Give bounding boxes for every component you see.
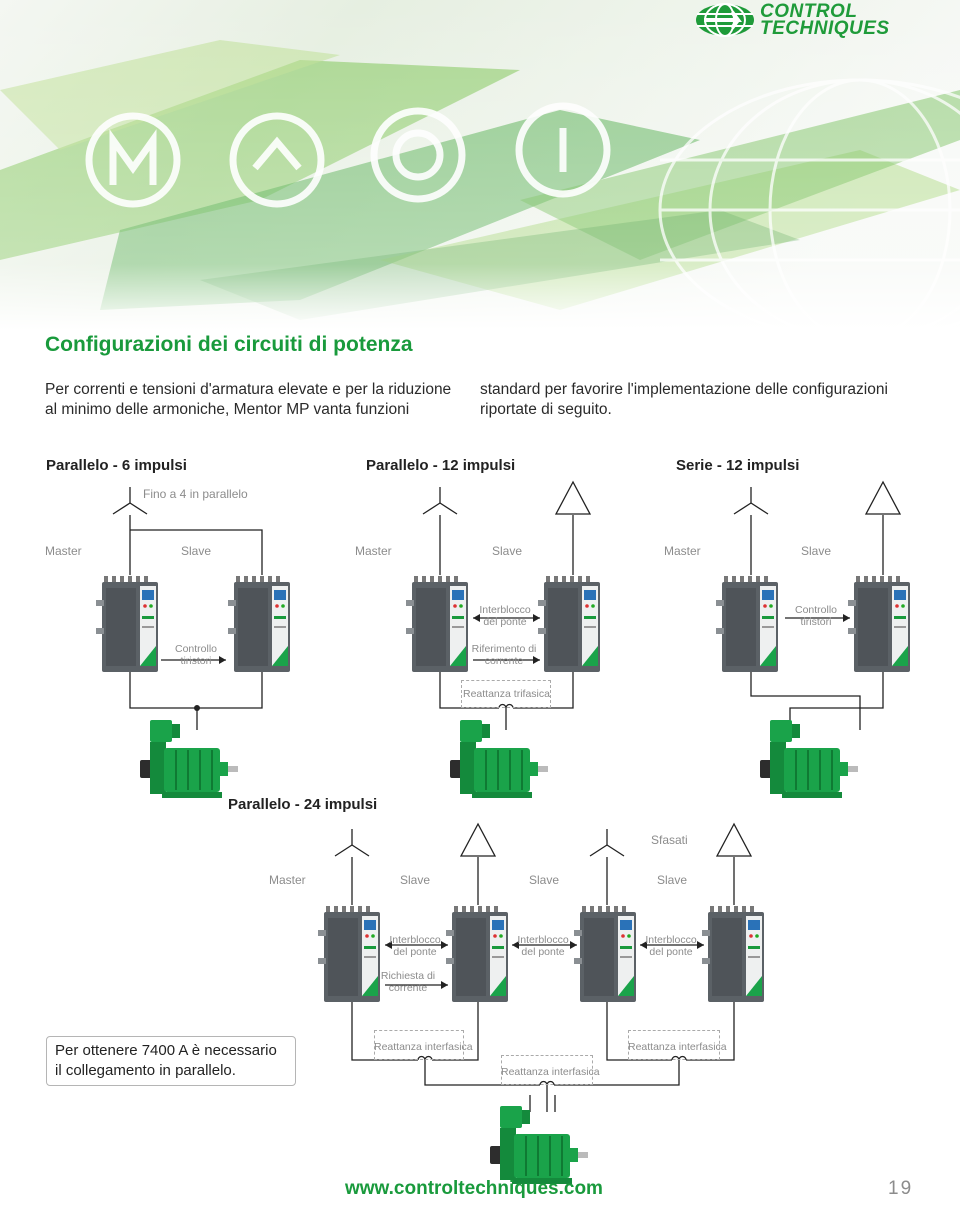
bridge-interlock-caption: Interblocco del ponte [645, 934, 697, 958]
wye-symbol-icon [422, 487, 458, 515]
globe-logo-icon [696, 3, 754, 37]
section-title-p24: Parallelo - 24 impulsi [228, 796, 378, 813]
drive-unit-icon [406, 576, 474, 672]
master-label: Master [355, 544, 392, 558]
bridge-interlock-caption: Interblocco del ponte [389, 934, 441, 958]
reactor-box [628, 1030, 720, 1060]
wye-symbol-icon [112, 487, 148, 515]
current-reference-caption: Riferimento di corrente [471, 643, 537, 667]
drive-unit-icon [318, 906, 386, 1002]
dc-motor-icon [486, 1104, 590, 1186]
master-label: Master [45, 544, 82, 558]
drive-unit-icon [96, 576, 164, 672]
reactor-box [374, 1030, 464, 1060]
thyristor-control-caption: Controllo tiristori [174, 643, 218, 667]
section-title-s12: Serie - 12 impulsi [676, 457, 800, 474]
note-line1: Per ottenere 7400 A è necessario [55, 1042, 277, 1059]
website-link[interactable]: www.controltechniques.com [345, 1178, 603, 1199]
drive-unit-icon [716, 576, 784, 672]
current-request-caption: Richiesta di corrente [380, 970, 436, 994]
thyristor-control-caption: Controllo tiristori [794, 604, 838, 628]
slave-label: Slave [181, 544, 212, 558]
delta-symbol-icon [864, 480, 902, 515]
reactor-box [461, 680, 551, 708]
drive-unit-icon [228, 576, 296, 672]
slave-label: Slave [801, 544, 832, 558]
interphase-reactor-caption: Reattanza interfasica [628, 1041, 727, 1053]
section-title-p6: Parallelo - 6 impulsi [46, 457, 187, 474]
intro-text-left: Per correnti e tensioni d'armatura eleva… [45, 381, 452, 418]
drive-unit-icon [574, 906, 642, 1002]
slave-label: Slave [400, 873, 431, 887]
interphase-reactor-caption: Reattanza interfasica [374, 1041, 473, 1053]
delta-symbol-icon [554, 480, 592, 515]
slave-label: Slave [492, 544, 523, 558]
delta-symbol-icon [459, 822, 497, 857]
dc-motor-icon [756, 718, 860, 800]
drive-unit-icon [446, 906, 514, 1002]
hero-banner-image [0, 0, 960, 330]
section-title-p12: Parallelo - 12 impulsi [366, 457, 516, 474]
dc-motor-icon [136, 718, 240, 800]
brand-line1: CONTROL [760, 1, 858, 22]
wye-symbol-icon [733, 487, 769, 515]
slave-label: Slave [529, 873, 560, 887]
note-line2: il collegamento in parallelo. [55, 1062, 236, 1079]
note-box: Per ottenere 7400 A è necessario il coll… [46, 1036, 296, 1086]
drive-unit-icon [702, 906, 770, 1002]
drive-unit-icon [848, 576, 916, 672]
control-techniques-logo: CONTROL TECHNIQUES [690, 0, 940, 42]
reactor-box [501, 1055, 593, 1085]
interphase-reactor-caption: Reattanza interfasica [501, 1066, 600, 1078]
drive-unit-icon [538, 576, 606, 672]
dc-motor-icon [446, 718, 550, 800]
wye-symbol-icon [589, 829, 625, 857]
master-label: Master [269, 873, 306, 887]
page-title: Configurazioni dei circuiti di potenza [45, 333, 413, 356]
brand-line2: TECHNIQUES [760, 18, 890, 39]
delta-symbol-icon [715, 822, 753, 857]
bridge-interlock-caption: Interblocco del ponte [517, 934, 569, 958]
parallel-note: Fino a 4 in parallelo [143, 487, 248, 501]
intro-text-right: standard per favorire l'implementazione … [480, 381, 888, 418]
wye-symbol-icon [334, 829, 370, 857]
bridge-interlock-caption: Interblocco del ponte [479, 604, 531, 628]
page-number: 19 [888, 1178, 914, 1199]
master-label: Master [664, 544, 701, 558]
phase-shift-label: Sfasati [651, 833, 688, 847]
slave-label: Slave [657, 873, 688, 887]
three-phase-reactor-caption: Reattanza trifasica [463, 688, 550, 700]
